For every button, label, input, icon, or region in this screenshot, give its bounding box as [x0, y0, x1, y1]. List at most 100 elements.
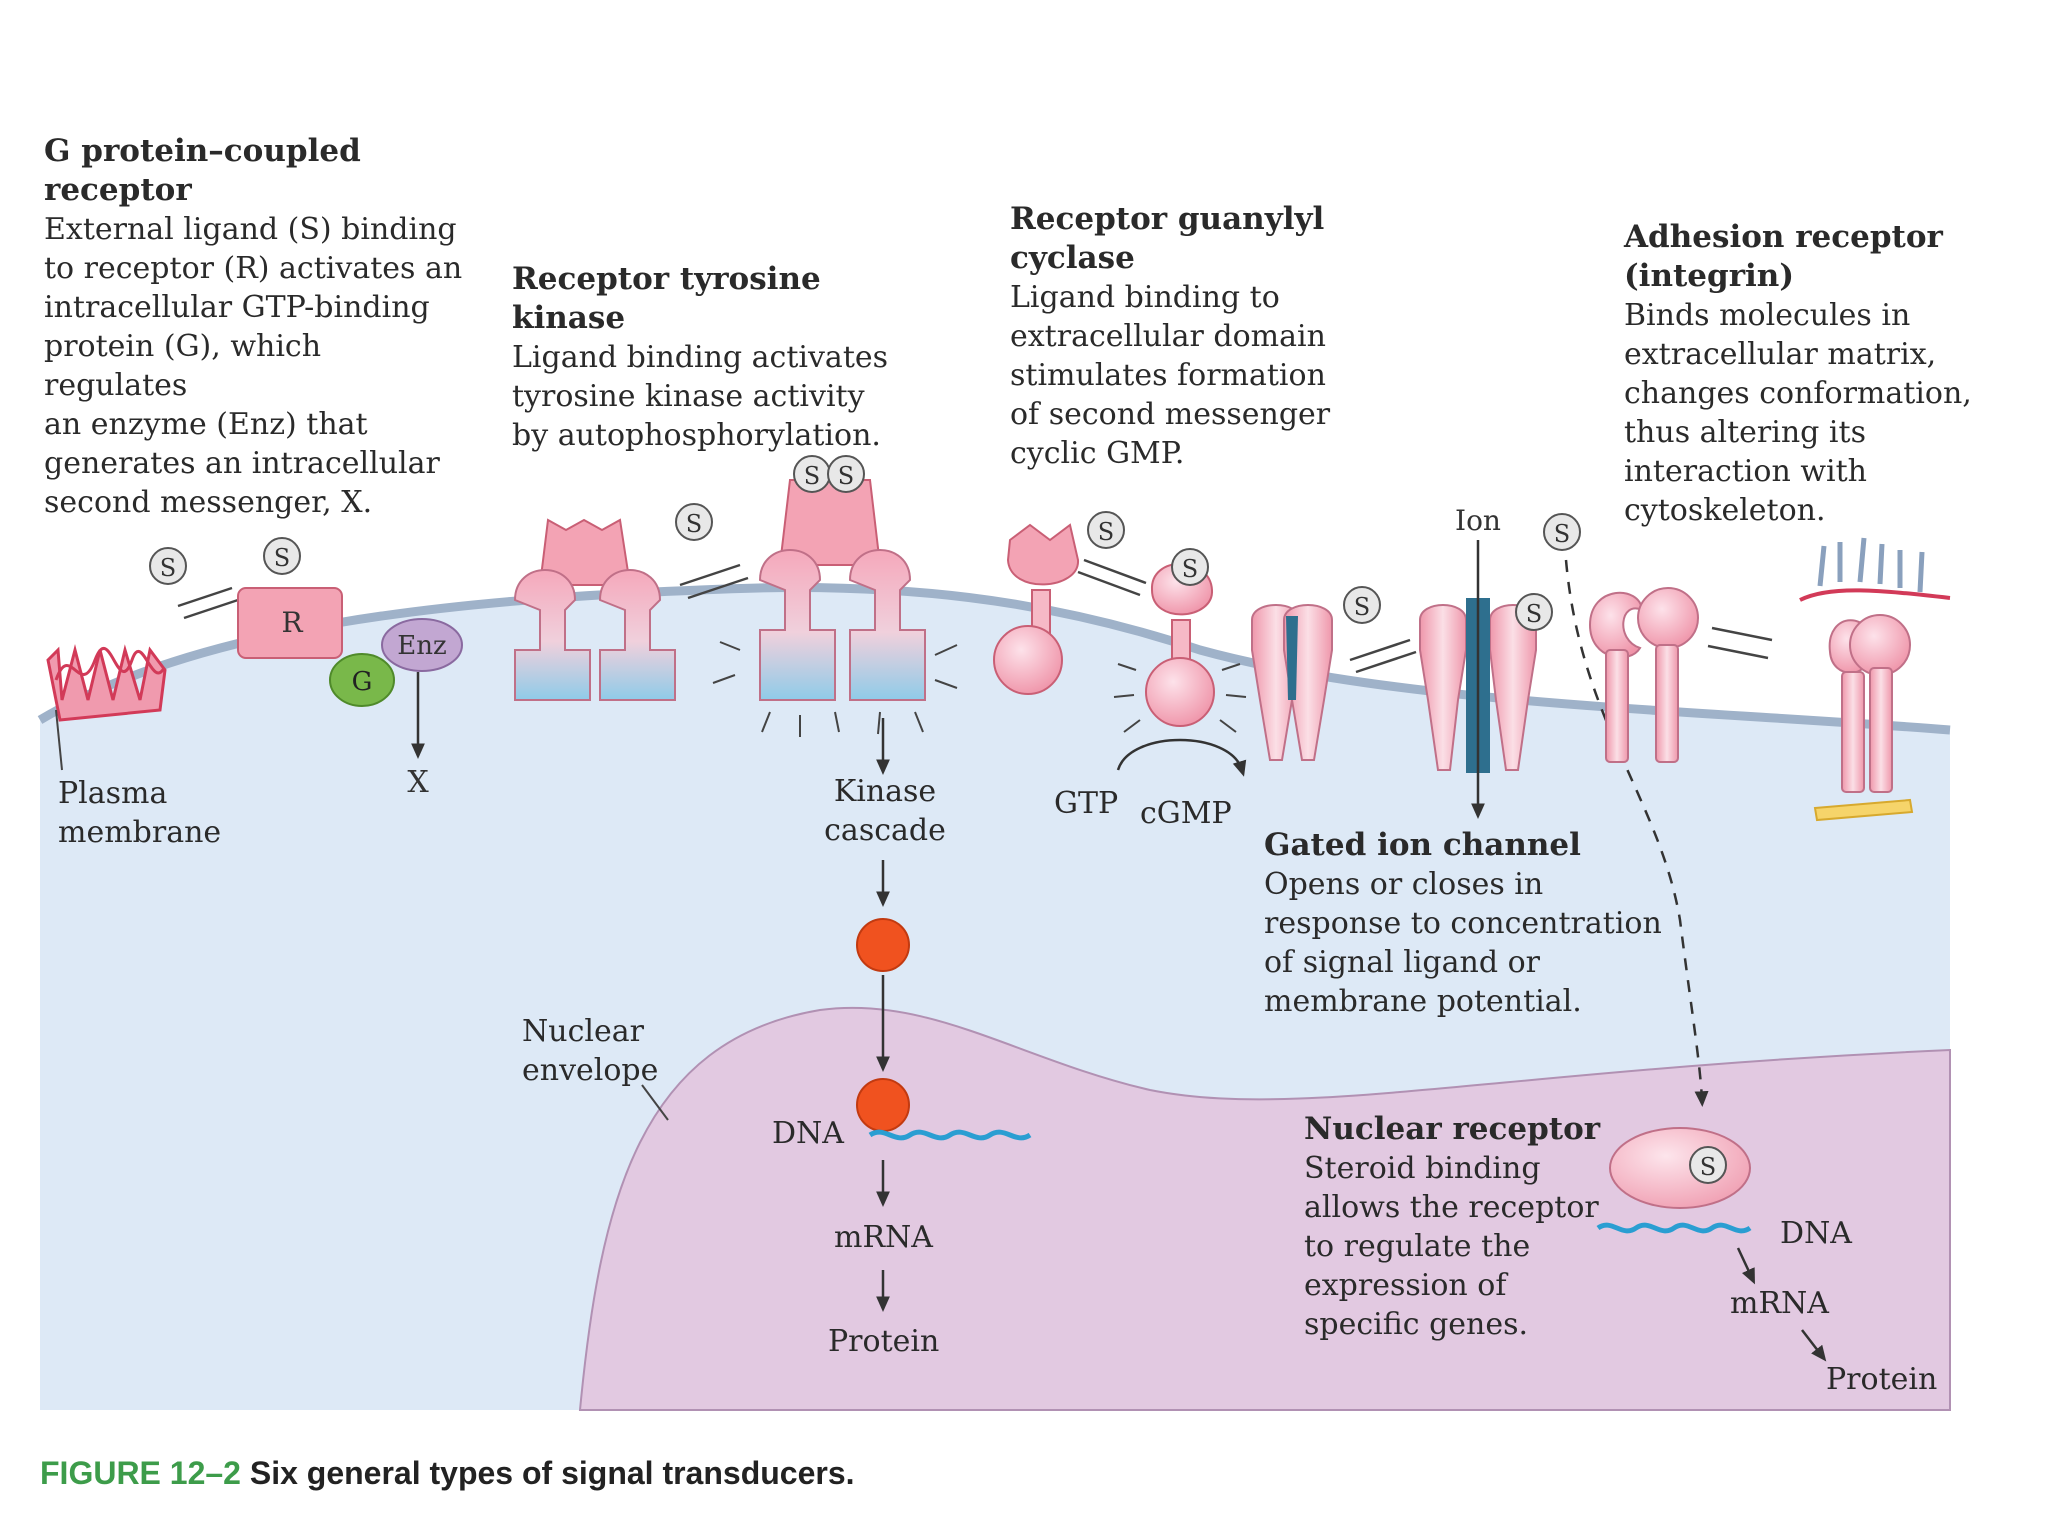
figure-caption-text: Six general types of signal transducers.: [249, 1455, 855, 1491]
integrin-inactive: [1588, 587, 1699, 763]
ion-channel-closed: [1251, 604, 1333, 761]
rtk-inactive-receptors: [513, 518, 676, 701]
rgc-desc-1: Ligand binding to: [1010, 280, 1280, 315]
nuclear-mrna-label: mRNA: [1730, 1286, 1829, 1321]
adhesion-desc-5: interaction with: [1624, 454, 1867, 489]
rgc-desc-4: of second messenger: [1010, 397, 1331, 432]
gpcr-bound-ligand-icon: [263, 537, 301, 575]
kinase-product-dot-dna: [856, 1078, 910, 1132]
gpcr-title-2: receptor: [44, 172, 192, 208]
gpcr-r-label: R: [281, 606, 303, 639]
rgc-bound-ligand-icon: [1171, 548, 1209, 586]
gpcr-desc-7: second messenger, X.: [44, 485, 373, 520]
rgc-s-label-bound: S: [1182, 555, 1198, 583]
rtk-desc-3: by autophosphorylation.: [512, 418, 881, 453]
enzyme-label: Enz: [397, 631, 446, 661]
adhesion-desc-2: extracellular matrix,: [1624, 337, 1937, 372]
integrin-active: [1799, 537, 1951, 822]
ion-bound-ligand-icon: [1515, 593, 1553, 631]
rgc-desc-2: extracellular domain: [1010, 319, 1326, 354]
rtk-active-dimer: [712, 479, 958, 737]
nuclear-receptor-text-block: Nuclear receptor Steroid binding allows …: [1304, 1110, 1604, 1344]
gpcr-ligand-free-icon: [149, 547, 187, 585]
nuclear-protein-label: Protein: [1826, 1362, 1938, 1397]
gpcr-receptor: [46, 644, 167, 722]
rtk-s-label-free: S: [686, 510, 702, 538]
rtk-dna-label: DNA: [772, 1116, 844, 1151]
nuclear-s-label: S: [1700, 1153, 1716, 1181]
rgc-equilibrium-arrows: [1077, 558, 1147, 597]
adhesion-desc-3: changes conformation,: [1624, 376, 1972, 411]
adhesion-desc-1: Binds molecules in: [1624, 298, 1911, 333]
rtk-free-ligand-icon: [675, 503, 713, 541]
nuclear-desc-1: Steroid binding: [1304, 1151, 1541, 1186]
nuclear-mrna-to-protein-arrow: [1801, 1329, 1827, 1362]
steroid-s-label: S: [1554, 520, 1570, 548]
adhesion-desc-4: thus altering its: [1624, 415, 1866, 450]
ion-label: Ion: [1455, 504, 1501, 537]
enzyme: [381, 618, 463, 672]
ion-channel-text-block: Gated ion channel Opens or closes in res…: [1264, 826, 1684, 1021]
rtk-mrna-label: mRNA: [834, 1220, 933, 1255]
rgc-free-ligand-icon: [1087, 511, 1125, 549]
rgc-desc-3: stimulates formation: [1010, 358, 1326, 393]
rgc-desc-5: cyclic GMP.: [1010, 436, 1185, 471]
second-messenger-x: X: [407, 765, 429, 800]
gpcr-s-label-1: S: [160, 554, 176, 582]
rtk-s-label-bound-1: S: [804, 462, 820, 490]
figure-number: FIGURE 12–2: [40, 1455, 241, 1491]
rtk-bound-ligand-icon-2: [827, 455, 865, 493]
gpcr-desc-4: protein (G), which regulates: [44, 329, 322, 403]
nuclear-bound-steroid-icon: [1689, 1146, 1727, 1184]
adhesion-title-2: (integrin): [1624, 258, 1795, 294]
nuclear-receptor-protein: [1609, 1127, 1751, 1209]
gpcr-desc-6: generates an intracellular: [44, 446, 440, 481]
figure-caption: FIGURE 12–2 Six general types of signal …: [40, 1455, 855, 1492]
ion-desc-2: response to concentration: [1264, 906, 1662, 941]
gpcr-desc-5: an enzyme (Enz) that: [44, 407, 368, 442]
plasma-membrane-pointer: [55, 709, 63, 771]
rgc-title-2: cyclase: [1010, 240, 1135, 276]
gpcr-title: G protein–coupled: [44, 133, 361, 169]
ion-title: Gated ion channel: [1264, 827, 1581, 863]
rtk-title: Receptor tyrosine kinase: [512, 261, 821, 336]
rtk-s-label-bound-2: S: [838, 462, 854, 490]
gpcr-desc-3: intracellular GTP-binding: [44, 290, 430, 325]
nuclear-desc-4: expression of: [1304, 1268, 1507, 1303]
nuclear-desc-2: allows the receptor: [1304, 1190, 1599, 1225]
adhesion-text-block: Adhesion receptor (integrin) Binds molec…: [1624, 218, 2004, 530]
gpcr-s-label-2: S: [274, 544, 290, 572]
nuclear-desc-5: specific genes.: [1304, 1307, 1529, 1342]
rgc-active-receptor: [1113, 562, 1247, 777]
adhesion-title: Adhesion receptor: [1624, 219, 1943, 255]
rgc-inactive-receptor: [993, 523, 1080, 695]
cgmp-label: cGMP: [1140, 796, 1232, 831]
ion-free-ligand-icon: [1343, 586, 1381, 624]
g-protein-label: G: [352, 667, 373, 697]
rtk-text-block: Receptor tyrosine kinase Ligand binding …: [512, 260, 932, 455]
gpcr-desc-2: to receptor (R) activates an: [44, 251, 463, 286]
ion-desc-1: Opens or closes in: [1264, 867, 1544, 902]
rtk-desc-2: tyrosine kinase activity: [512, 379, 865, 414]
rtk-desc-1: Ligand binding activates: [512, 340, 889, 375]
rgc-text-block: Receptor guanylyl cyclase Ligand binding…: [1010, 200, 1340, 473]
rgc-s-label-free: S: [1098, 518, 1114, 546]
ion-s-label-free: S: [1354, 593, 1370, 621]
nuclear-title: Nuclear receptor: [1304, 1111, 1601, 1147]
nuclear-envelope-pointer: [641, 1084, 669, 1121]
ion-desc-3: of signal ligand or: [1264, 945, 1540, 980]
adhesion-desc-6: cytoskeleton.: [1624, 493, 1826, 528]
rtk-dna-strand: [868, 1129, 1032, 1141]
gpcr-desc-1: External ligand (S) binding: [44, 212, 457, 247]
gpcr-text-block: G protein–coupled receptor External liga…: [44, 132, 464, 522]
nuclear-dna-strand: [1596, 1222, 1752, 1234]
kinase-product-dot: [856, 918, 910, 972]
rgc-title: Receptor guanylyl: [1010, 201, 1325, 237]
gpcr-r-receptor: [237, 587, 343, 659]
nuclear-dna-label: DNA: [1780, 1216, 1852, 1251]
ion-s-label-bound: S: [1526, 600, 1542, 628]
